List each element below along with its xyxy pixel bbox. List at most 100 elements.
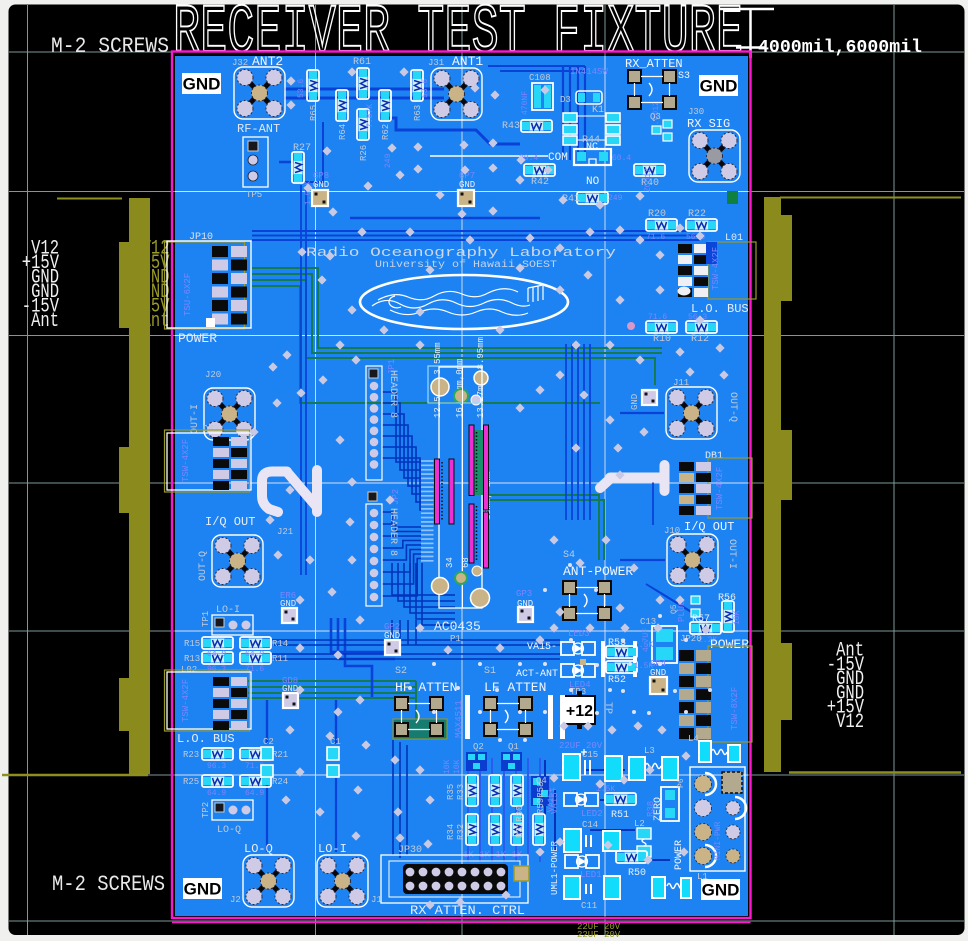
svg-text:56.3: 56.3: [686, 233, 705, 242]
svg-text:VA15+: VA15+: [550, 787, 560, 814]
svg-text:+15V: +15V: [827, 697, 864, 720]
svg-text:J20: J20: [205, 370, 221, 380]
svg-text:RX SIG: RX SIG: [687, 117, 730, 131]
svg-text:GND: GND: [700, 77, 738, 96]
svg-text:C1: C1: [330, 737, 341, 747]
svg-text:AC0435: AC0435: [434, 619, 481, 634]
svg-text:Ant: Ant: [836, 640, 864, 663]
svg-text:GND: GND: [183, 75, 221, 94]
svg-text:53.6: 53.6: [297, 79, 306, 98]
svg-text:7.87K: 7.87K: [366, 104, 375, 128]
svg-text:R20: R20: [648, 209, 666, 220]
svg-text:Q2: Q2: [473, 742, 484, 752]
svg-text:R35: R35: [446, 784, 456, 800]
svg-text:10K: 10K: [443, 759, 452, 774]
svg-text:GND: GND: [836, 682, 864, 705]
svg-text:V12: V12: [836, 711, 864, 734]
svg-text:J21: J21: [277, 527, 293, 537]
svg-text:LO-Q: LO-Q: [244, 842, 273, 856]
svg-text:L01: L01: [725, 233, 743, 244]
svg-text:C11: C11: [581, 901, 597, 911]
svg-text:22UF 20V: 22UF 20V: [559, 741, 603, 751]
svg-text:R57: R57: [692, 614, 710, 625]
svg-text:LED4: LED4: [569, 680, 591, 690]
svg-text:2.2K: 2.2K: [698, 636, 717, 645]
svg-text:ACT-ANT: ACT-ANT: [516, 669, 558, 680]
svg-text:GP2: GP2: [384, 622, 400, 632]
svg-text:R22: R22: [688, 209, 706, 220]
svg-text:LO-I: LO-I: [318, 842, 347, 856]
svg-text:JP30: JP30: [398, 845, 422, 856]
svg-text:1.5K: 1.5K: [596, 785, 615, 794]
svg-text:+12: +12: [566, 703, 593, 720]
svg-text:OUT-I: OUT-I: [190, 404, 201, 434]
svg-text:GND: GND: [702, 881, 740, 900]
svg-text:60.4: 60.4: [612, 154, 631, 163]
svg-text:+15V: +15V: [22, 252, 59, 275]
svg-text:34: 34: [445, 557, 455, 568]
svg-text:R12: R12: [691, 334, 709, 345]
svg-text:OUT-Q: OUT-Q: [727, 392, 738, 422]
svg-text:R24: R24: [272, 777, 288, 787]
svg-text:JP20: JP20: [680, 634, 702, 644]
svg-text:64.9: 64.9: [207, 650, 226, 659]
svg-text:L3: L3: [644, 746, 655, 756]
svg-text:R14: R14: [272, 639, 288, 649]
svg-text:10K: 10K: [453, 759, 462, 774]
svg-text:R33: R33: [456, 784, 466, 800]
svg-text:GND: GND: [650, 668, 666, 678]
svg-text:64.9: 64.9: [245, 789, 264, 798]
svg-text:COM: COM: [548, 152, 568, 164]
svg-text:RX_ATTEN: RX_ATTEN: [625, 57, 683, 71]
svg-text:NC: NC: [586, 142, 598, 153]
svg-text:HEADER 8: HEADER 8: [387, 508, 398, 556]
svg-text:OUT-Q: OUT-Q: [198, 551, 209, 581]
svg-text:J1: J1: [371, 895, 382, 905]
svg-text:71.6: 71.6: [648, 313, 667, 322]
svg-text:POWER: POWER: [178, 331, 217, 346]
svg-text:Q1: Q1: [508, 742, 519, 752]
svg-text:L.O. BUS: L.O. BUS: [691, 302, 749, 316]
svg-text:TSW-4X2F: TSW-4X2F: [715, 467, 725, 510]
svg-text:Q5: Q5: [670, 604, 679, 614]
svg-text:J32: J32: [232, 58, 248, 68]
svg-text:UML1-POWER: UML1-POWER: [550, 840, 560, 895]
svg-text:JP1: JP1: [387, 359, 397, 375]
svg-text:71.6: 71.6: [245, 762, 264, 771]
svg-text:I/Q OUT: I/Q OUT: [684, 520, 734, 534]
svg-text:RF-ANT: RF-ANT: [237, 122, 280, 136]
svg-text:470NF: 470NF: [521, 91, 530, 115]
svg-text:C15: C15: [582, 750, 598, 760]
svg-text:S1: S1: [484, 666, 496, 677]
svg-text:LED1: LED1: [580, 870, 602, 880]
svg-text:64.9: 64.9: [207, 789, 226, 798]
svg-text:L.O. BUS: L.O. BUS: [177, 732, 235, 746]
svg-text:ZCD12: ZCD12: [644, 168, 653, 192]
svg-text:R40: R40: [641, 178, 659, 189]
svg-text:R23: R23: [183, 750, 199, 760]
svg-text:68: 68: [461, 557, 471, 568]
svg-text:4000mil,6000mil: 4000mil,6000mil: [758, 38, 922, 58]
svg-text:-15V: -15V: [827, 654, 864, 677]
svg-text:C14: C14: [582, 820, 598, 830]
svg-text:R41: R41: [562, 194, 580, 205]
svg-text:GND: GND: [184, 880, 222, 899]
svg-text:GD8: GD8: [282, 676, 298, 686]
svg-text:TP5: TP5: [246, 190, 262, 200]
svg-text:TSW-8X2F: TSW-8X2F: [730, 687, 740, 730]
svg-text:NO: NO: [586, 176, 600, 188]
svg-text:RX ATTEN. CTRL: RX ATTEN. CTRL: [410, 903, 525, 918]
svg-text:Ant: Ant: [31, 310, 59, 333]
svg-text:V12: V12: [31, 238, 59, 261]
svg-text:22UF 20V: 22UF 20V: [577, 922, 621, 932]
svg-text:GND: GND: [31, 281, 59, 304]
svg-text:TSU-6X2F: TSU-6X2F: [183, 273, 193, 316]
svg-text:J31: J31: [428, 58, 444, 68]
svg-text:University of Hawaii SOEST: University of Hawaii SOEST: [375, 259, 557, 271]
svg-text:56.3: 56.3: [688, 313, 707, 322]
svg-text:S3: S3: [678, 71, 690, 82]
svg-text:71.6: 71.6: [245, 665, 264, 674]
svg-text:C2: C2: [263, 737, 274, 747]
svg-text:TSW-4X2F: TSW-4X2F: [711, 247, 721, 290]
svg-text:Radio Oceanography Laboratory: Radio Oceanography Laboratory: [306, 245, 616, 260]
